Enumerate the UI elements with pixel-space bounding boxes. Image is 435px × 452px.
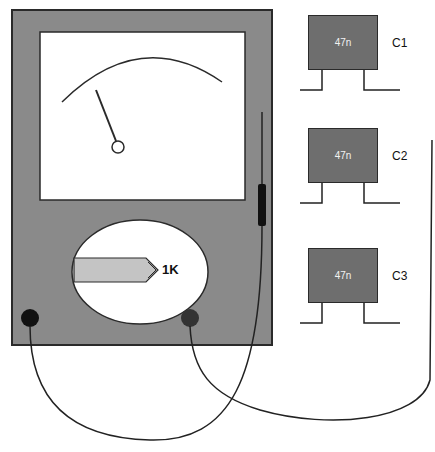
capacitor-value: 47n (335, 270, 352, 281)
capacitor-value: 47n (335, 150, 352, 161)
part-name: C1 (392, 36, 407, 50)
probe-tip (261, 112, 263, 186)
capacitor-value: 47n (335, 37, 352, 48)
part-name: C2 (392, 149, 407, 163)
needle-pivot (112, 141, 124, 153)
knob-pointer (148, 262, 156, 278)
com-jack (21, 309, 39, 327)
meter-scale-arc (62, 58, 222, 102)
capacitor-body: 47nC1 (308, 15, 378, 70)
capacitor-body: 47nC3 (308, 248, 378, 303)
meter-body (12, 10, 272, 345)
probe-handle (258, 184, 266, 226)
capacitor-lead (300, 183, 400, 203)
capacitor-body: 47nC2 (308, 128, 378, 183)
test-lead-wire (30, 226, 262, 440)
part-name: C3 (392, 269, 407, 283)
selector-knob (74, 258, 158, 282)
meter-display (40, 32, 245, 200)
capacitor-lead (300, 303, 400, 323)
capacitor-lead (300, 70, 400, 90)
range-label: 1K (162, 262, 179, 277)
input-jack (181, 309, 199, 327)
meter-needle (96, 90, 116, 141)
range-selector (72, 220, 208, 324)
